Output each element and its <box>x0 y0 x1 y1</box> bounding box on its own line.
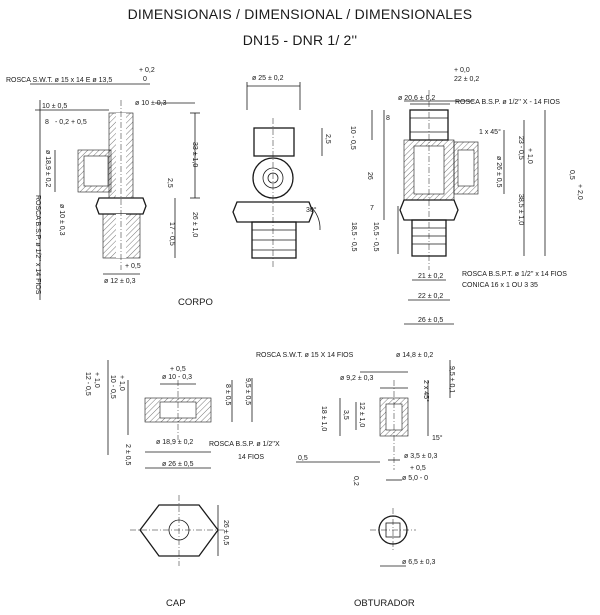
obt-rosca-swt: ROSCA S.W.T. ø 15 X 14 FIOS <box>256 352 354 359</box>
cap-phi10: ø 10 - 0,3 <box>162 374 192 381</box>
section-d8: 8 <box>386 115 390 122</box>
corpo-tol-top: + 0,2 <box>139 67 155 74</box>
corpo-d26: 26 ± 1,0 <box>191 212 198 237</box>
section-phi20-6: ø 20,6 ± 0,2 <box>398 95 435 102</box>
cap-rosca-bsp: ROSCA B.S.P. ø 1/2''X <box>209 441 280 448</box>
obt-d2x45: 2 x 45° <box>422 380 430 402</box>
obt-d0-5: 0,5 <box>298 455 308 462</box>
corpo-phi12: ø 12 ± 0,3 <box>104 278 136 285</box>
cap-hexagon <box>139 504 219 557</box>
obt-d15: 15° <box>432 434 443 442</box>
obt-d9-5: 9,5 ± 0,1 <box>448 366 455 393</box>
obt-d12: 12 ± 1,0 <box>358 402 365 427</box>
section-conica: CONICA 16 x 1 OU 3 35 <box>462 282 538 289</box>
cap-d26: 26 ± 0,5 <box>222 520 229 545</box>
section-d10: 10 - 0,5 <box>349 126 356 150</box>
obt-phi3-5: ø 3,5 ± 0,3 <box>404 453 438 460</box>
corpo-tol-zero: 0 <box>143 76 147 83</box>
obt-d3-5: 3,5 <box>342 410 349 420</box>
cap-phi26: ø 26 ± 0,5 <box>162 461 194 468</box>
section-d38-5: 38,5 ± 1,0 <box>517 194 524 225</box>
obt-tol05: + 0,5 <box>410 465 426 472</box>
obturador-label: OBTURADOR <box>354 598 415 609</box>
section-d16-5: 16,5 - 0,5 <box>372 222 379 252</box>
cap-top-view <box>130 495 228 566</box>
section-d18-5: 18,5 - 0,5 <box>350 222 357 252</box>
section-phi26-5: ø 26 ± 0,5 <box>495 156 502 188</box>
side-d2-5: 2,5 <box>324 134 331 144</box>
section-d26-05: 26 ± 0,5 <box>418 317 443 324</box>
corpo-d33: 33 ± 1,0 <box>191 142 198 167</box>
corpo-phi18-9: ø 18,9 ± 0,2 <box>44 150 51 187</box>
cap-tol05: + 0,5 <box>170 366 186 373</box>
cap-fios: 14 FIOS <box>238 454 264 461</box>
cap-d9-5: 9,5 ± 0,5 <box>244 378 251 405</box>
cap-phi18-9: ø 18,9 ± 0,2 <box>156 439 193 446</box>
corpo-hex <box>95 197 147 215</box>
corpo-phi10: ø 10 ± 0,3 <box>135 100 167 107</box>
drawing-subtitle: DN15 - DNR 1/ 2'' <box>242 32 358 48</box>
drawing-title: DIMENSIONAIS / DIMENSIONAL / DIMENSIONAL… <box>127 6 473 22</box>
corpo-label: CORPO <box>178 297 213 308</box>
corpo-phi10-v: ø 10 ± 0,3 <box>58 204 65 236</box>
obturador-section <box>296 360 451 481</box>
corpo-d17: 17 - 0,5 <box>168 222 175 246</box>
obt-phi9-2: ø 9,2 ± 0,3 <box>340 375 374 382</box>
section-d23: 23 - 0,5 <box>517 136 524 160</box>
corpo-tol05: + 0,5 <box>125 263 141 270</box>
section-tol00: + 0,0 <box>454 67 470 74</box>
section-rosca-bspt: ROSCA B.S.P.T. ø 1/2'' x 14 FIOS <box>462 271 567 278</box>
obt-phi14-8: ø 14,8 ± 0,2 <box>396 352 433 359</box>
obt-d0-2: 0,2 <box>352 476 359 486</box>
cap-label: CAP <box>166 598 186 609</box>
corpo-rosca-swt: ROSCA S.W.T. ø 15 x 14 E ø 13,5 <box>6 77 112 84</box>
section-view <box>371 90 546 325</box>
section-chamfer: 1 x 45° <box>479 128 501 136</box>
side-view <box>232 82 323 268</box>
corpo-d2-5: 2,5 <box>166 178 173 188</box>
cap-d2: 2 ± 0,5 <box>124 444 131 465</box>
section-d26: 26 <box>366 172 373 180</box>
section-d22: 22 ± 0,2 <box>454 76 479 83</box>
section-d7: 7 <box>370 205 374 212</box>
cap-d10-tol: + 1,0 <box>118 375 125 391</box>
cap-d10: 10 - 0,5 <box>109 375 116 399</box>
cap-d12-tol: + 1,0 <box>93 372 100 388</box>
obt-d18: 18 ± 1,0 <box>320 406 327 431</box>
section-d21: 21 ± 0,2 <box>418 273 443 280</box>
corpo-d8: 8 <box>45 119 49 126</box>
obturador-top-view <box>370 508 416 567</box>
corpo-tol8: - 0,2 + 0,5 <box>55 119 87 126</box>
corpo-d10: 10 ± 0,5 <box>42 103 67 110</box>
side-d30: 30° <box>306 206 317 214</box>
section-d23-tol: + 1,0 <box>526 148 533 164</box>
cap-section <box>107 360 253 469</box>
section-d22-02: 22 ± 0,2 <box>418 293 443 300</box>
section-rosca-bsp: ROSCA B.S.P. ø 1/2'' X - 14 FIOS <box>455 99 560 106</box>
cap-d12: 12 - 0,5 <box>84 372 91 396</box>
obt-phi6-5: ø 6,5 ± 0,3 <box>402 559 436 566</box>
corpo-view <box>30 83 200 300</box>
section-d0-5: 0,5 <box>568 170 575 180</box>
section-d2-0: + 2,0 <box>576 184 583 200</box>
obt-phi5: ø 5,0 - 0 <box>402 475 428 482</box>
cap-d8: 8 ± 0,5 <box>224 384 231 405</box>
corpo-rosca-bsp: ROSCA B.S.P. ø 1/2'' x 14 FIOS <box>34 195 41 295</box>
side-phi25: ø 25 ± 0,2 <box>252 75 284 82</box>
